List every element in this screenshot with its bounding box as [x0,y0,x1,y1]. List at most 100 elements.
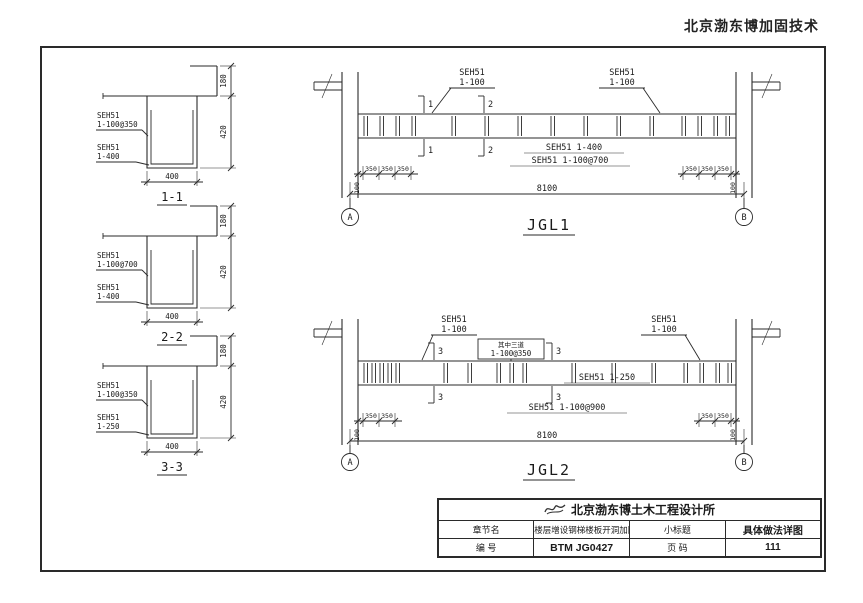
leader-label-bottom: SEH51 1-400 [96,283,150,306]
section-title: 1-1 [161,190,183,204]
callout-right: SEH51 1-100 [599,68,661,114]
company-row: 北京渤东博土木工程设计所 [437,498,822,521]
callout-text: SEH51 [651,315,677,325]
dim-label-depth: 420 [219,265,228,279]
callout-text: SEH51 [609,68,635,78]
callout-right: SEH51 1-100 [641,315,701,361]
note-box-text: 其中三道 [498,340,525,349]
beam-spacing-label: SEH51 1-100@700 [532,156,609,166]
beam-title: JGL2 [527,461,571,479]
section-dimensions: 180 420 400 [141,202,236,326]
page-number-label: 页 码 [629,538,726,558]
axis-letter: A [347,213,352,223]
dim-label-top: 180 [219,74,228,88]
callout-text: 1-100 [459,78,485,88]
leader-text: SEH51 [97,413,120,422]
callout-left: SEH51 1-100 [431,68,495,114]
chapter-name-label: 章节名 [437,520,535,539]
axis-letter: A [347,458,352,468]
note-box-text: 1-100@350 [491,349,532,358]
cut-number: 3 [438,393,443,403]
dim-350: 350 [717,165,729,173]
leader-label-bottom: SEH51 1-400 [96,143,150,166]
callout-text: 1-100 [651,325,677,335]
dim-350: 350 [701,412,713,420]
dim-label-top: 180 [219,214,228,228]
section-outline [102,335,218,439]
axis-bubble-a: A [341,445,359,471]
leader-text: 1-250 [97,422,120,431]
brand-header: 北京渤东博加固技术 [684,20,819,35]
subtitle-value: 具体做法详图 [724,520,822,539]
leader-text: 1-400 [97,152,120,161]
subtitle-label: 小标题 [629,520,726,539]
dim-label-width: 400 [165,312,179,321]
dim-100: 100 [729,182,737,194]
axis-bubble-a: A [341,198,359,226]
callout-text: SEH51 [459,68,485,78]
leader-text: SEH51 [97,111,120,120]
axis-letter: B [741,213,746,223]
number-label: 编 号 [437,538,535,558]
dim-total: 8100 [537,184,557,194]
company-name: 北京渤东博土木工程设计所 [570,502,715,517]
dim-350: 350 [685,165,697,173]
dims-left: 350 350 100 [353,407,402,441]
dim-total: 8100 [537,431,557,441]
section-cut-mark-2: 2 2 [478,95,493,157]
dims-right: 350 350 350 100 [678,160,740,194]
dim-label-width: 400 [165,442,179,451]
section-cut-mark-3-left: 3 3 [428,342,443,404]
sheet-border [40,46,826,572]
section-outline [102,205,218,309]
section-cut-mark-1: 1 1 [418,95,433,157]
title-block: 北京渤东博土木工程设计所 章节名 楼层增设钢梯楼板开洞加固案例 小标题 具体做法… [437,498,822,558]
right-column [735,319,781,445]
section-title: 3-3 [161,460,183,474]
cut-number: 2 [488,146,493,156]
dim-label-depth: 420 [219,125,228,139]
dim-350: 350 [381,412,393,420]
dim-100: 100 [353,429,361,441]
section-cut-mark-3-right: 3 3 [546,342,561,404]
right-column [735,72,781,198]
dim-350: 350 [365,412,377,420]
leader-label-web: SEH51 1-100@350 [96,381,149,407]
leader-label-web: SEH51 1-100@700 [96,251,149,277]
institute-logo-icon [544,504,566,515]
section-dimensions: 180 420 400 [141,332,236,456]
beam-annotations: SEH51 1-250 SEH51 1-100@900 [507,373,650,414]
overall-dimension: 8100 [346,182,748,198]
dims-left: 350 350 350 100 [353,160,418,194]
number-value: BTM JG0427 [533,538,630,558]
dim-350: 350 [381,165,393,173]
leader-label-bottom: SEH51 1-250 [96,413,150,436]
beam-spacing-label: SEH51 1-100@900 [529,403,606,413]
callout-text: SEH51 [441,315,467,325]
left-column [313,319,359,445]
cut-number: 3 [438,347,443,357]
leader-text: SEH51 [97,283,120,292]
cut-number: 2 [488,100,493,110]
beam-elevation-jgl1: 1 1 2 2 SEH51 1-100 SEH51 1-100 SEH51 1-… [313,68,781,236]
dim-100: 100 [353,182,361,194]
middle-note-box: 其中三道 1-100@350 [477,338,545,361]
page-number-value: 111 [724,538,822,558]
leader-text: SEH51 [97,251,120,260]
cut-number: 3 [556,393,561,403]
section-detail-1-1: 180 420 400 SEH51 1-100@350 SEH51 1-400 … [96,62,236,206]
beam-label: SEH51 1-400 [546,143,602,153]
dim-label-depth: 420 [219,395,228,409]
stirrup-marks [363,362,732,384]
leader-text: 1-100@700 [97,260,138,269]
axis-bubble-b: B [735,445,753,471]
beam-label: SEH51 1-250 [579,373,635,383]
chapter-name-value: 楼层增设钢梯楼板开洞加固案例 [533,520,630,539]
section-title: 2-2 [161,330,183,344]
leader-text: SEH51 [97,381,120,390]
beam-annotations: SEH51 1-400 SEH51 1-100@700 [510,143,630,167]
dim-350: 350 [701,165,713,173]
callout-text: 1-100 [609,78,635,88]
section-detail-3-3: 180 420 400 SEH51 1-100@350 SEH51 1-250 … [96,332,236,476]
